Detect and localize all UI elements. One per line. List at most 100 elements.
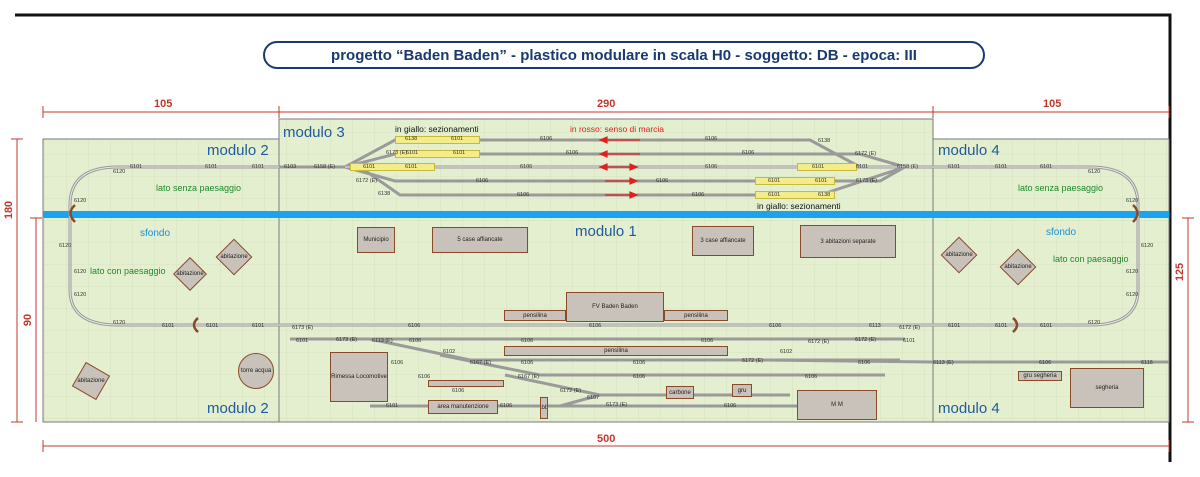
- track-label: 6138: [818, 138, 831, 144]
- label-abitazione: abitazione: [176, 271, 204, 277]
- track-label: 6101: [406, 150, 419, 156]
- building-pensilina-left: pensilina: [504, 310, 566, 321]
- building-pensilina-right: pensilina: [664, 310, 728, 321]
- track-label: 6106: [858, 360, 871, 366]
- dim-left-top: 105: [154, 98, 173, 110]
- track-label: 6107: [587, 395, 600, 401]
- track-label: 6120: [1141, 243, 1154, 249]
- label-abitazione: abitazione: [220, 254, 248, 260]
- track-label: 6167 (E): [518, 374, 540, 380]
- building-torre-acqua: torre acqua: [238, 353, 274, 389]
- track-label: 6172 (E): [742, 358, 764, 364]
- track-label: 6172 (E): [899, 325, 921, 331]
- note-sfondo-right: sfondo: [1046, 227, 1077, 238]
- track-label: 6101: [252, 164, 265, 170]
- track-label: 6106: [701, 338, 714, 344]
- building-rimessa-locomotive: Rimessa Locomotive: [330, 352, 388, 402]
- building-municipio: Municipio: [357, 227, 395, 253]
- track-label: 6120: [74, 292, 87, 298]
- track-label: 6101: [768, 192, 781, 198]
- track-label: 6120: [59, 243, 72, 249]
- dim-left-lower: 90: [22, 313, 35, 327]
- building-gru-segheria: gru segheria: [1018, 371, 1062, 381]
- building-3-case: 3 case affiancate: [692, 226, 754, 256]
- track-label: 6101: [768, 178, 781, 184]
- track-label: 6101: [903, 338, 916, 344]
- track-label: 6173 (E): [386, 150, 408, 156]
- track-label: 6101: [363, 164, 376, 170]
- track-label: 6113 (E): [933, 360, 954, 366]
- track-label: 6138: [818, 192, 831, 198]
- note-no-landscape-right: lato senza paesaggio: [1018, 183, 1104, 193]
- building-sabbia: sabbia: [540, 397, 548, 419]
- yellow-section: [395, 150, 480, 158]
- track-label: 6106: [692, 192, 705, 198]
- track-label: 6106: [742, 150, 755, 156]
- track-label: 6101: [130, 164, 143, 170]
- track-label: 6138: [405, 136, 418, 142]
- module-label-4-bottom: modulo 4: [938, 400, 1000, 417]
- track-label: 6106: [769, 323, 782, 329]
- note-landscape-left: lato con paesaggio: [90, 266, 166, 276]
- track-label: 6101: [386, 403, 399, 409]
- track-label: 6106: [540, 136, 553, 142]
- track-label: 6101: [856, 164, 869, 170]
- track-label: 6113: [869, 323, 881, 329]
- yellow-section: [755, 177, 835, 185]
- yellow-section: [797, 163, 857, 171]
- track-label: 6106: [656, 178, 669, 184]
- track-label: 6113 (E): [372, 338, 393, 344]
- track-label: 6103: [284, 164, 297, 170]
- track-label: 6106: [391, 360, 404, 366]
- track-label: 6101: [948, 323, 961, 329]
- note-yellow-top: in giallo: sezionamenti: [395, 124, 479, 134]
- building-shed-a: [428, 380, 504, 387]
- dimension-lines: [11, 106, 1194, 452]
- track-label: 6106: [705, 164, 718, 170]
- building-segheria: segheria: [1070, 368, 1144, 408]
- track-label: 6172 (E): [855, 337, 877, 343]
- track-label: 6120: [74, 269, 87, 275]
- track-label: 6101: [296, 338, 309, 344]
- building-area-manutenzione: area manutenzione: [428, 400, 498, 414]
- building-fv-baden-baden: FV Baden Baden: [566, 292, 664, 322]
- track-label: 6106: [418, 374, 431, 380]
- module-label-1: modulo 1: [575, 223, 637, 240]
- track-label: 6173 (E): [856, 178, 878, 184]
- track-label: 6172 (E): [560, 388, 582, 394]
- dim-right-height: 125: [1174, 262, 1187, 282]
- label-abitazione: abitazione: [77, 378, 105, 384]
- dim-total-bottom: 500: [597, 433, 616, 445]
- dim-right-top: 105: [1043, 98, 1062, 110]
- track-label: 6106: [589, 323, 602, 329]
- track-label: 6106: [724, 403, 737, 409]
- track-label: 6172 (E): [356, 178, 378, 184]
- track-label: 6101: [252, 323, 265, 329]
- track-label: 6106: [452, 388, 465, 394]
- track-label: 6120: [113, 169, 126, 175]
- track-label: 6102: [780, 349, 793, 355]
- track-label: 6120: [1126, 198, 1139, 204]
- track-label: 6120: [1126, 269, 1139, 275]
- track-label: 6158 (E): [897, 164, 919, 170]
- track-label: 6106: [705, 136, 718, 142]
- track-label: 6101: [405, 164, 418, 170]
- track-label: 6106: [517, 192, 530, 198]
- track-label: 6173 (E): [336, 337, 358, 343]
- track-label: 6106: [633, 374, 646, 380]
- track-label: 6106: [566, 150, 579, 156]
- track-label: 6120: [74, 198, 87, 204]
- track-label: 6101: [812, 164, 825, 170]
- note-yellow-bottom: in giallo: sezionamenti: [757, 201, 841, 211]
- track-label: 6106: [409, 338, 422, 344]
- dim-left-height: 180: [3, 200, 16, 220]
- module-label-2-top: modulo 2: [207, 142, 269, 159]
- sfondo-strip: [43, 211, 1169, 218]
- track-label: 6101: [162, 323, 175, 329]
- track-bumpers: [69, 204, 1139, 333]
- track-label: 6173 (E): [606, 402, 628, 408]
- building-5-case: 5 case affiancate: [432, 227, 528, 253]
- track-label: 6101: [995, 323, 1008, 329]
- track-label: 6101: [453, 150, 466, 156]
- note-landscape-right: lato con paesaggio: [1053, 254, 1129, 264]
